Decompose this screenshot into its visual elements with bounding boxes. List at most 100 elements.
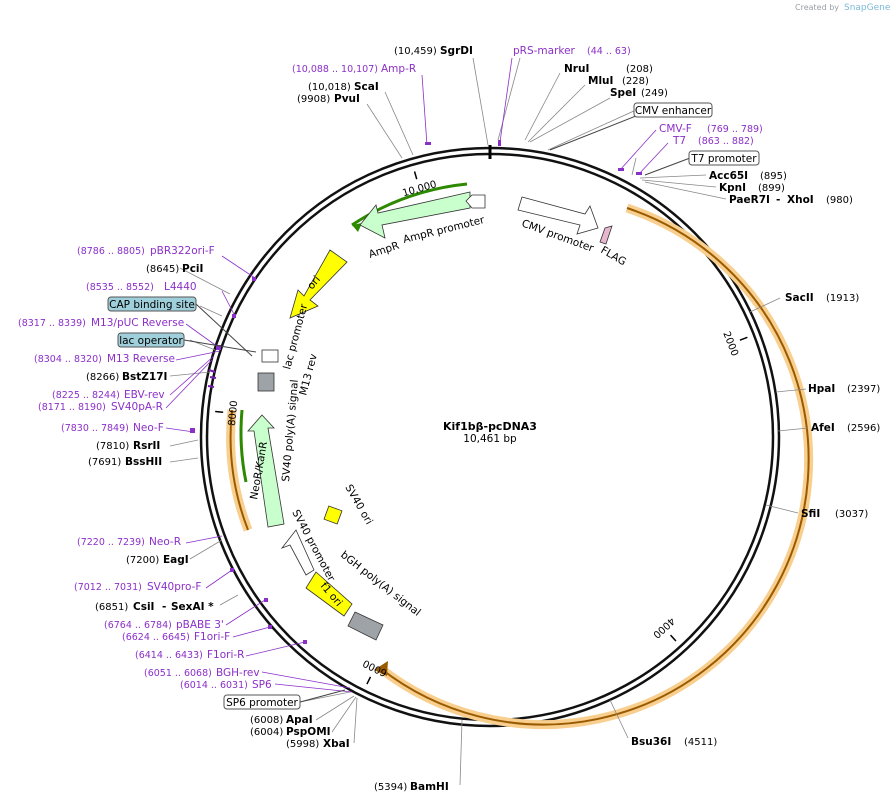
ampr-feature[interactable] (359, 191, 471, 239)
left-orange-feature-line (229, 409, 249, 531)
primer-range: (6414 .. 6433) (135, 650, 203, 661)
enzyme-pos: (7200) (126, 555, 159, 566)
sv40-polya-feature[interactable] (257, 372, 275, 392)
primer-name[interactable]: Neo-R (149, 536, 181, 548)
ori-feature[interactable] (289, 249, 348, 319)
primer-range: (6624 .. 6645) (122, 632, 190, 643)
sp6-promoter-box[interactable] (223, 694, 301, 710)
enzyme-name[interactable]: BamHI (410, 781, 449, 793)
enzyme-pos: (899) (758, 183, 785, 194)
sp6-promoter-label: SP6 promoter (226, 697, 298, 709)
primer-name[interactable]: pBR322ori-F (150, 245, 215, 257)
enzyme-name[interactable]: SexAI * (171, 601, 214, 613)
enzyme-name[interactable]: EagI (163, 554, 189, 566)
primer-range: (6051 .. 6068) (144, 668, 212, 679)
insert-arc[interactable] (379, 207, 810, 726)
cmv-enhancer-box[interactable] (633, 102, 713, 118)
plasmid-size: 10,461 bp (463, 433, 517, 445)
primer-range: (8304 .. 8320) (34, 354, 102, 365)
tick-label: 10,000 (401, 179, 438, 199)
tick-mark (669, 634, 677, 642)
enzyme-name[interactable]: BssHII (125, 456, 162, 468)
sv40-ori-feature[interactable] (323, 505, 343, 525)
primer-range: (7012 .. 7031) (74, 582, 142, 593)
ampr-green-arrowhead (352, 223, 362, 232)
plasmid-name: Kif1bβ-pcDNA3 (443, 420, 537, 433)
primer-name[interactable]: pRS-marker (513, 45, 576, 57)
enzyme-name[interactable]: BstZ17I (122, 371, 167, 383)
enzyme-name[interactable]: MluI (588, 75, 613, 87)
enzyme-pos: (5998) (286, 739, 319, 750)
t7-promoter-box[interactable] (688, 150, 760, 166)
f1-ori-feature[interactable] (305, 571, 353, 617)
enzyme-name[interactable]: Bsu36I (631, 736, 671, 748)
enzyme-name[interactable]: XhoI (787, 194, 814, 206)
primer-name[interactable]: SV40pro-F (147, 581, 201, 593)
enzyme-pos: (3037) (835, 509, 868, 520)
neor-feature[interactable] (247, 414, 285, 528)
primer-name[interactable]: L4440 (164, 281, 197, 293)
lac-operator-box[interactable] (117, 332, 185, 348)
enzyme-name[interactable]: PvuI (334, 93, 360, 105)
primer-range: (44 .. 63) (587, 46, 631, 57)
enzyme-name[interactable]: SpeI (610, 87, 636, 99)
primer-name[interactable]: Neo-F (133, 422, 164, 434)
enzyme-labels: (10,459) SgrDI (208) NruI (228) MluI (24… (86, 45, 880, 793)
cap-binding-site-box[interactable] (107, 296, 197, 312)
enzyme-name[interactable]: HpaI (808, 383, 835, 395)
primer-range: (8535 .. 8552) (86, 282, 154, 293)
ampr-promoter-feature[interactable] (465, 194, 486, 209)
flag-feature[interactable] (599, 225, 613, 245)
primer-labels: pRS-marker (44 .. 63) (10,088 .. 10,107)… (18, 45, 763, 691)
primer-name[interactable]: SV40pA-R (111, 401, 163, 413)
enzyme-name[interactable]: ScaI (354, 81, 379, 93)
tick-label: 6000 (361, 657, 389, 678)
enzyme-name[interactable]: CsiI (133, 601, 154, 613)
enzyme-name[interactable]: SacII (785, 292, 814, 304)
neo-green-arc (239, 409, 248, 483)
primer-range: (863 .. 882) (698, 136, 754, 147)
enzyme-pos: (208) (626, 64, 653, 75)
primer-name[interactable]: F1ori-F (194, 631, 230, 643)
enzyme-name[interactable]: PspOMI (286, 726, 331, 738)
enzyme-name[interactable]: AfeI (811, 422, 835, 434)
enzyme-name[interactable]: PciI (182, 263, 203, 275)
enzyme-name[interactable]: PaeR7I (729, 194, 770, 206)
primer-name[interactable]: T7 (672, 135, 686, 147)
enzyme-name[interactable]: Acc65I (709, 170, 748, 182)
enzyme-name[interactable]: NruI (564, 63, 589, 75)
bgh-polya-feature[interactable] (347, 611, 384, 641)
enzyme-name[interactable]: SfiI (801, 508, 820, 520)
lac-promoter-feature[interactable] (261, 349, 279, 363)
enzyme-pos: (7691) (88, 457, 121, 468)
primer-name[interactable]: pBABE 3' (176, 619, 224, 631)
cmv-promoter-feature[interactable] (517, 196, 599, 235)
enzyme-name[interactable]: SgrDI (440, 45, 473, 57)
primer-name[interactable]: BGH-rev (216, 667, 260, 679)
enzyme-pos: (895) (760, 171, 787, 182)
enzyme-name[interactable]: KpnI (719, 182, 746, 194)
primer-name[interactable]: EBV-rev (124, 389, 165, 401)
primer-range: (8786 .. 8805) (77, 246, 145, 257)
sv40-ori-label: SV40 ori (342, 483, 375, 527)
enzyme-name[interactable]: XbaI (323, 738, 350, 750)
enzyme-pos: (2596) (847, 423, 880, 434)
primer-name[interactable]: SP6 (252, 679, 272, 691)
enzyme-pos: (228) (622, 76, 649, 87)
m13-rev-label: M13 rev (297, 353, 320, 397)
enzyme-name[interactable]: RsrII (133, 440, 160, 452)
tick-mark (413, 171, 418, 180)
primer-name[interactable]: Amp-R (381, 63, 416, 75)
tick-label: 4000 (650, 615, 676, 640)
enzyme-pos: (7810) (96, 441, 129, 452)
sv40-promoter-feature[interactable] (280, 529, 315, 576)
enzyme-name[interactable]: ApaI (286, 714, 313, 726)
primer-name[interactable]: M13 Reverse (107, 353, 175, 365)
primer-name[interactable]: M13/pUC Reverse (91, 317, 184, 329)
backbone-features-marks (207, 369, 217, 388)
insert-arrowhead (374, 661, 388, 676)
primer-name[interactable]: F1ori-R (207, 649, 244, 661)
primer-name[interactable]: CMV-F (659, 123, 692, 135)
